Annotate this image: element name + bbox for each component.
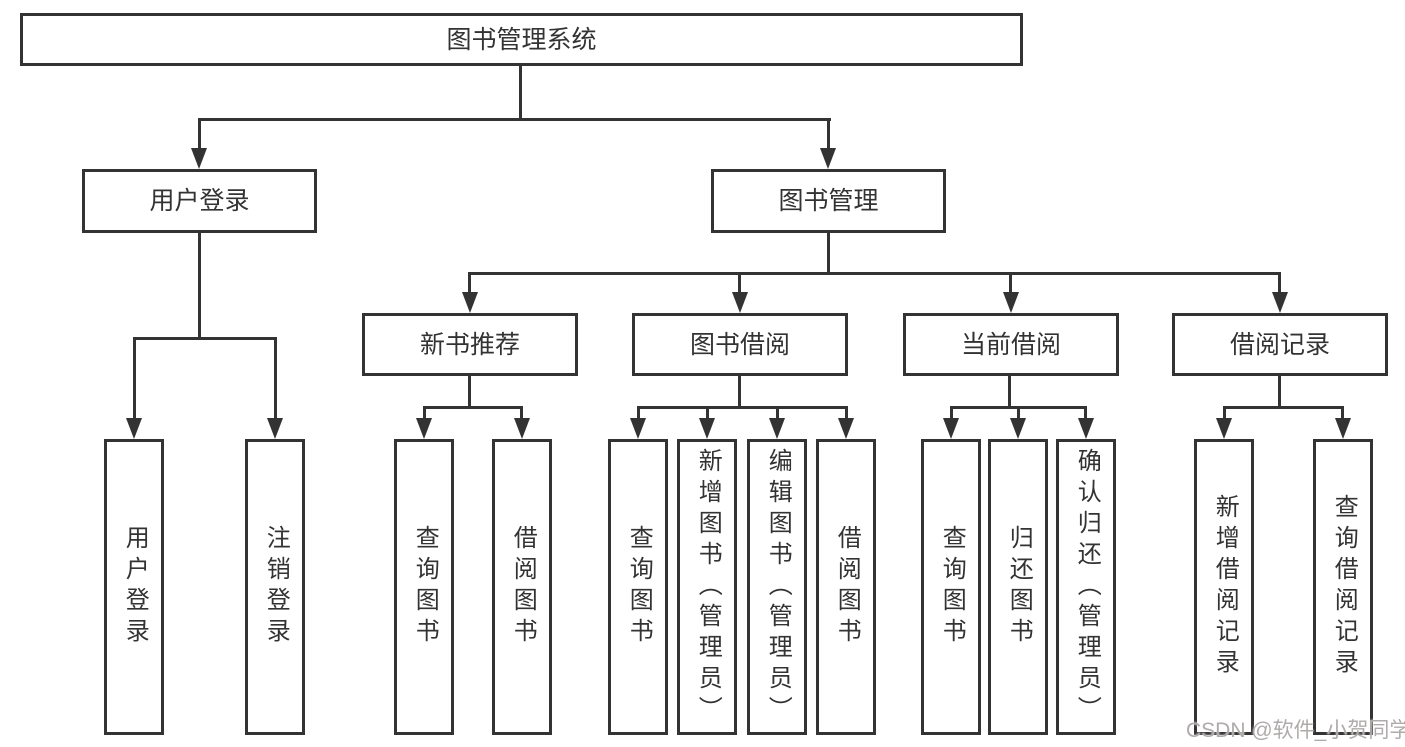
connector-user-login-horizontal xyxy=(133,337,277,340)
connector-to-leaf-confirm-return xyxy=(1084,406,1087,422)
leaf-user-login: 用户登录 xyxy=(104,439,164,735)
arrowhead-new-book-recommend-icon xyxy=(462,292,478,313)
connector-to-leaf-add-borrow-record xyxy=(1223,406,1226,422)
connector-root-stub xyxy=(519,66,522,120)
arrowhead-leaf-query-books-borrow-icon xyxy=(630,418,646,439)
leaf-edit-book-admin: 编辑图书（管理员） xyxy=(747,439,807,735)
node-borrow-records: 借阅记录 xyxy=(1172,313,1388,376)
connector-to-book-borrow xyxy=(738,272,741,296)
arrowhead-user-login-icon xyxy=(191,148,207,169)
connector-to-leaf-logout xyxy=(274,337,277,422)
leaf-return-book-label: 归还图书 xyxy=(1005,525,1033,649)
connector-to-borrow-records xyxy=(1278,272,1281,296)
arrowhead-leaf-add-borrow-record-icon xyxy=(1216,418,1232,439)
connector-to-leaf-borrow-books-borrow xyxy=(845,406,848,422)
connector-book-management-stub xyxy=(827,233,830,272)
node-new-book-recommend: 新书推荐 xyxy=(362,313,578,376)
arrowhead-leaf-logout-icon xyxy=(267,418,283,439)
leaf-add-borrow-record-label: 新增借阅记录 xyxy=(1211,494,1239,680)
leaf-borrow-books-borrow: 借阅图书 xyxy=(816,439,876,735)
node-root: 图书管理系统 xyxy=(20,13,1023,66)
arrowhead-leaf-confirm-return-icon xyxy=(1078,418,1094,439)
connector-root-horizontal xyxy=(198,118,831,121)
leaf-add-borrow-record: 新增借阅记录 xyxy=(1194,439,1254,735)
connector-to-current-borrow xyxy=(1009,272,1012,296)
connector-current-borrow-stub xyxy=(1008,376,1011,406)
connector-to-leaf-borrow-books-recommend xyxy=(520,406,523,422)
leaf-query-books-current: 查询图书 xyxy=(921,439,981,735)
arrowhead-leaf-borrow-books-recommend-icon xyxy=(514,418,530,439)
arrowhead-leaf-query-borrow-record-icon xyxy=(1335,418,1351,439)
leaf-query-borrow-record: 查询借阅记录 xyxy=(1313,439,1373,735)
leaf-edit-book-admin-label: 编辑图书（管理员） xyxy=(764,447,792,727)
leaf-logout-label: 注销登录 xyxy=(262,525,290,649)
leaf-add-book-admin-label: 新增图书（管理员） xyxy=(694,447,722,727)
connector-user-login-stub xyxy=(198,233,201,337)
arrowhead-leaf-query-books-current-icon xyxy=(943,418,959,439)
node-book-borrow: 图书借阅 xyxy=(632,313,848,376)
arrowhead-leaf-user-login-icon xyxy=(126,418,142,439)
connector-to-leaf-user-login xyxy=(133,337,136,422)
leaf-query-books-recommend: 查询图书 xyxy=(394,439,454,735)
connector-to-leaf-return-book xyxy=(1017,406,1020,422)
connector-book-borrow-horizontal xyxy=(637,406,847,409)
arrowhead-book-management-icon xyxy=(820,148,836,169)
leaf-query-books-borrow-label: 查询图书 xyxy=(625,525,653,649)
node-book-management-label: 图书管理 xyxy=(778,187,879,215)
leaf-borrow-books-recommend: 借阅图书 xyxy=(492,439,552,735)
leaf-user-login-label: 用户登录 xyxy=(121,525,149,649)
arrowhead-borrow-records-icon xyxy=(1272,292,1288,313)
connector-to-leaf-add-book xyxy=(706,406,709,422)
leaf-return-book: 归还图书 xyxy=(988,439,1048,735)
connector-to-leaf-query-books-current xyxy=(950,406,953,422)
leaf-add-book-admin: 新增图书（管理员） xyxy=(677,439,737,735)
node-user-login: 用户登录 xyxy=(82,169,317,233)
leaf-borrow-books-recommend-label: 借阅图书 xyxy=(509,525,537,649)
connector-book-management-horizontal xyxy=(469,272,1280,275)
connector-new-book-recommend-stub xyxy=(468,376,471,406)
node-book-borrow-label: 图书借阅 xyxy=(689,330,790,359)
arrowhead-leaf-borrow-books-borrow-icon xyxy=(838,418,854,439)
node-borrow-records-label: 借阅记录 xyxy=(1229,330,1330,359)
leaf-query-borrow-record-label: 查询借阅记录 xyxy=(1330,494,1358,680)
arrowhead-leaf-return-book-icon xyxy=(1010,418,1026,439)
arrowhead-book-borrow-icon xyxy=(732,292,748,313)
leaf-logout: 注销登录 xyxy=(245,439,305,735)
watermark: CSDN @软件_小贺同学 xyxy=(1186,719,1405,742)
arrowhead-leaf-add-book-icon xyxy=(699,418,715,439)
node-current-borrow: 当前借阅 xyxy=(903,313,1119,376)
connector-to-leaf-query-books-recommend xyxy=(423,406,426,422)
connector-new-book-recommend-horizontal xyxy=(423,406,523,409)
leaf-query-books-borrow: 查询图书 xyxy=(608,439,668,735)
leaf-confirm-return-admin-label: 确认归还（管理员） xyxy=(1073,447,1101,727)
leaf-query-books-current-label: 查询图书 xyxy=(938,525,966,649)
node-book-management: 图书管理 xyxy=(711,169,946,233)
connector-to-leaf-query-borrow-record xyxy=(1341,406,1344,422)
connector-to-new-book-recommend xyxy=(468,272,471,296)
connector-to-leaf-edit-book xyxy=(776,406,779,422)
connector-to-user-login xyxy=(198,118,201,154)
connector-borrow-records-stub xyxy=(1278,376,1281,406)
connector-book-borrow-stub xyxy=(738,376,741,406)
leaf-borrow-books-borrow-label: 借阅图书 xyxy=(833,525,861,649)
connector-borrow-records-horizontal xyxy=(1223,406,1344,409)
arrowhead-leaf-query-books-recommend-icon xyxy=(416,418,432,439)
node-root-label: 图书管理系统 xyxy=(446,25,597,54)
arrowhead-leaf-edit-book-icon xyxy=(769,418,785,439)
connector-to-leaf-query-books-borrow xyxy=(637,406,640,422)
node-new-book-recommend-label: 新书推荐 xyxy=(419,330,520,359)
leaf-confirm-return-admin: 确认归还（管理员） xyxy=(1056,439,1116,735)
node-user-login-label: 用户登录 xyxy=(149,187,250,215)
leaf-query-books-recommend-label: 查询图书 xyxy=(411,525,439,649)
connector-to-book-management xyxy=(827,118,830,154)
arrowhead-current-borrow-icon xyxy=(1003,292,1019,313)
node-current-borrow-label: 当前借阅 xyxy=(960,330,1061,359)
